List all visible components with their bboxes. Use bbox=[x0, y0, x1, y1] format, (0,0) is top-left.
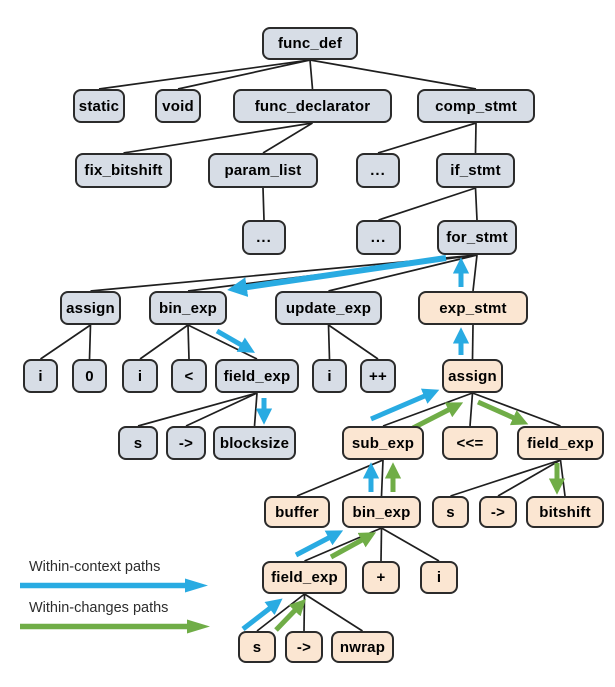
tree-edge bbox=[474, 122, 477, 154]
tree-node-zero: 0 bbox=[72, 359, 107, 393]
changes-paths-label: Within-changes paths bbox=[29, 600, 169, 616]
tree-edge bbox=[253, 392, 258, 427]
tree-edge bbox=[187, 324, 258, 360]
tree-node-plusplus: ++ bbox=[360, 359, 396, 393]
tree-node-assign2: assign bbox=[442, 359, 503, 393]
tree-edge bbox=[123, 122, 313, 154]
tree-node-update_exp: update_exp bbox=[275, 291, 382, 325]
tree-node-func_declarator: func_declarator bbox=[233, 89, 392, 123]
tree-edge bbox=[472, 392, 561, 427]
tree-node-for_stmt: for_stmt bbox=[437, 220, 517, 255]
tree-node-void: void bbox=[155, 89, 201, 123]
tree-edge bbox=[380, 459, 384, 497]
tree-node-i3: i bbox=[312, 359, 347, 393]
tree-node-plus: + bbox=[362, 561, 400, 594]
tree-edge bbox=[474, 187, 478, 221]
tree-node-fix_bitshift: fix_bitshift bbox=[75, 153, 172, 188]
tree-edge bbox=[471, 324, 474, 360]
tree-edge bbox=[304, 593, 363, 632]
tree-node-dots2: ... bbox=[242, 220, 286, 255]
tree-edge bbox=[469, 392, 474, 427]
tree-edge bbox=[40, 324, 91, 360]
tree-edges bbox=[40, 59, 566, 632]
tree-node-i2: i bbox=[122, 359, 158, 393]
changes-path-arrow bbox=[274, 598, 307, 632]
tree-node-blocksize: blocksize bbox=[213, 426, 296, 460]
highlighted-paths bbox=[215, 255, 566, 632]
tree-node-s3: s bbox=[238, 631, 276, 663]
context-path-arrow bbox=[241, 598, 283, 631]
tree-edge bbox=[382, 392, 473, 427]
tree-edge bbox=[328, 324, 379, 360]
tree-edge bbox=[381, 527, 440, 562]
tree-node-i1: i bbox=[23, 359, 58, 393]
legend: Within-context paths Within-changes path… bbox=[18, 559, 228, 634]
tree-edge bbox=[450, 459, 561, 497]
tree-node-dots1: ... bbox=[356, 153, 400, 188]
tree-node-field_exp1: field_exp bbox=[215, 359, 299, 393]
tree-edge bbox=[309, 59, 477, 90]
tree-edge bbox=[377, 122, 477, 154]
tree-edge bbox=[177, 59, 311, 90]
tree-node-lt: < bbox=[171, 359, 207, 393]
tree-edge bbox=[98, 59, 311, 90]
tree-node-arrow1: -> bbox=[166, 426, 206, 460]
tree-node-bin_exp2: bin_exp bbox=[342, 496, 421, 528]
context-paths-label: Within-context paths bbox=[29, 559, 161, 575]
legend-row-context: Within-context paths bbox=[18, 559, 228, 593]
tree-edge bbox=[472, 254, 478, 292]
tree-edge bbox=[262, 187, 265, 221]
tree-edge bbox=[378, 187, 476, 221]
context-path-arrow bbox=[215, 328, 256, 353]
tree-node-sub_exp: sub_exp bbox=[342, 426, 424, 460]
changes-path-arrow-icon bbox=[20, 619, 210, 634]
tree-edge bbox=[309, 59, 314, 90]
tree-node-comp_stmt: comp_stmt bbox=[417, 89, 535, 123]
tree-node-param_list: param_list bbox=[208, 153, 318, 188]
tree-edge bbox=[137, 392, 258, 427]
tree-node-if_stmt: if_stmt bbox=[436, 153, 515, 188]
tree-node-arrow2: -> bbox=[479, 496, 517, 528]
tree-edge bbox=[187, 324, 190, 360]
tree-edge bbox=[303, 593, 306, 632]
tree-edge bbox=[380, 527, 383, 562]
context-path-arrow bbox=[294, 530, 344, 558]
tree-node-static: static bbox=[73, 89, 125, 123]
tree-node-s2: s bbox=[432, 496, 469, 528]
tree-node-field_exp3: field_exp bbox=[262, 561, 347, 594]
tree-node-buffer: buffer bbox=[264, 496, 330, 528]
context-path-arrow-icon bbox=[20, 578, 208, 593]
legend-row-changes: Within-changes paths bbox=[18, 600, 228, 634]
changes-path-arrow bbox=[476, 399, 529, 426]
changes-path-arrow bbox=[411, 402, 464, 431]
tree-edge bbox=[139, 324, 189, 360]
tree-node-assign1: assign bbox=[60, 291, 121, 325]
tree-node-dots3: ... bbox=[356, 220, 401, 255]
tree-node-arrow3: -> bbox=[285, 631, 323, 663]
tree-node-bin_exp1: bin_exp bbox=[149, 291, 227, 325]
changes-path-arrow bbox=[329, 532, 377, 560]
tree-node-i4: i bbox=[420, 561, 458, 594]
tree-node-s1: s bbox=[118, 426, 158, 460]
tree-node-bitshift: bitshift bbox=[526, 496, 604, 528]
tree-edge bbox=[327, 324, 331, 360]
tree-node-func_def: func_def bbox=[262, 27, 358, 60]
tree-edge bbox=[559, 459, 566, 497]
tree-node-shift_assign: <<= bbox=[442, 426, 498, 460]
tree-node-field_exp2: field_exp bbox=[517, 426, 604, 460]
context-path-arrow bbox=[370, 388, 440, 422]
tree-node-nwrap: nwrap bbox=[331, 631, 394, 663]
tree-edge bbox=[262, 122, 313, 154]
tree-node-exp_stmt: exp_stmt bbox=[418, 291, 528, 325]
context-path-arrow bbox=[227, 255, 447, 297]
tree-edge bbox=[497, 459, 561, 497]
tree-edge bbox=[88, 324, 92, 360]
tree-edge bbox=[185, 392, 258, 427]
tree-edge bbox=[328, 254, 478, 292]
